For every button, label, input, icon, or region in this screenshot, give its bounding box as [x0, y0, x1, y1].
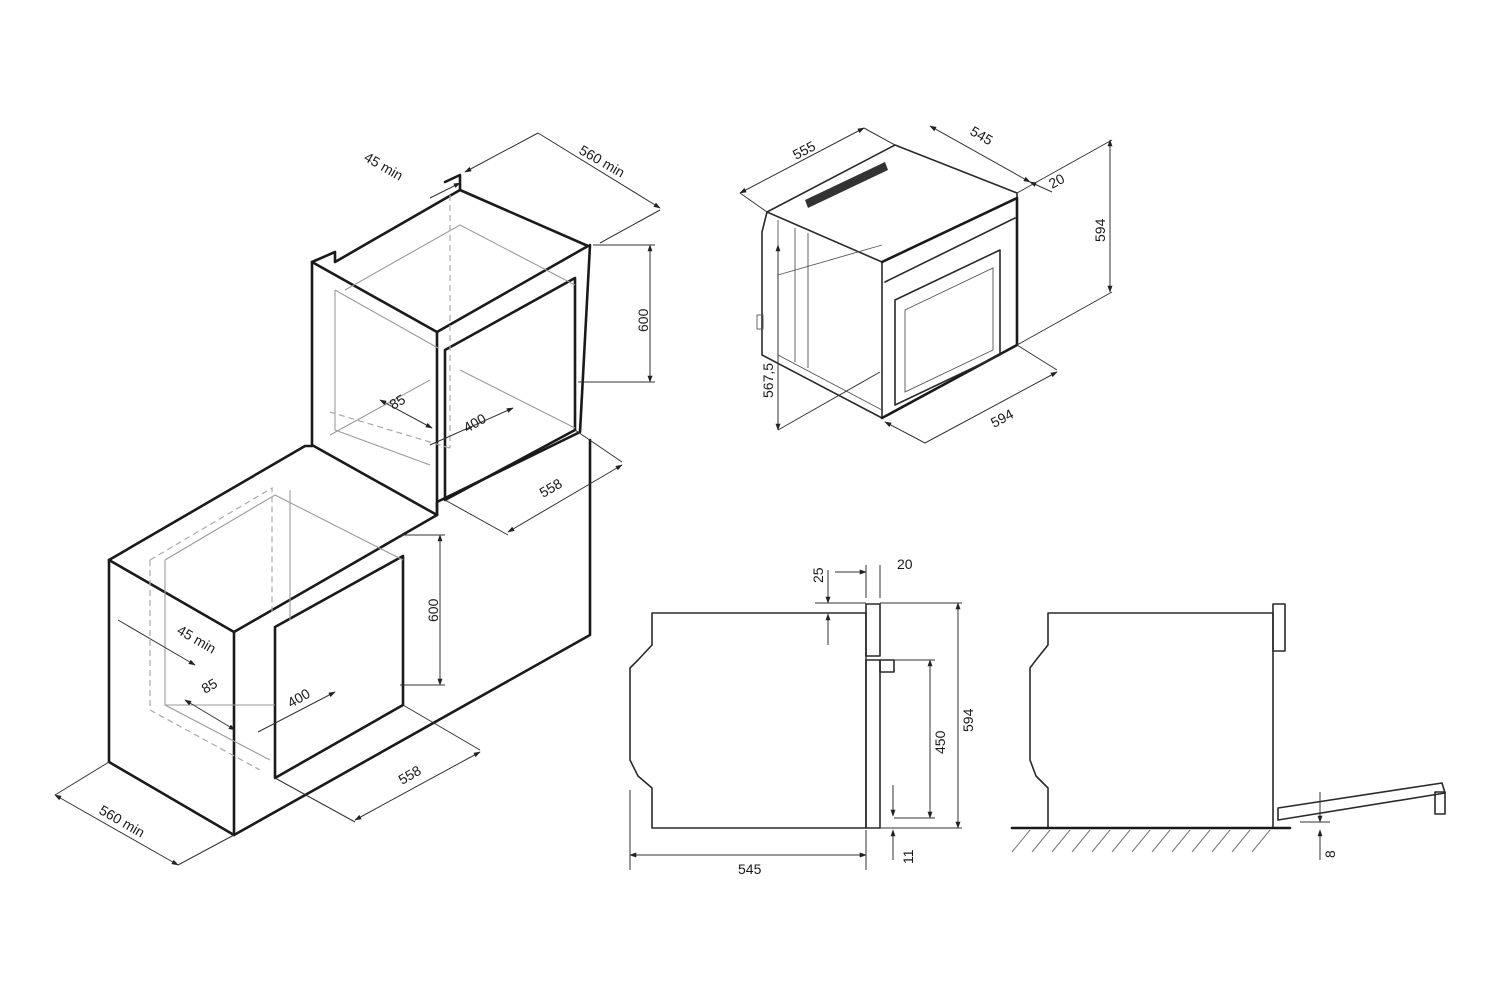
oven-depth-total-label: 545	[968, 123, 996, 149]
oven-depth-body-label: 555	[790, 137, 818, 162]
side-bottom-offset-label: 11	[900, 849, 916, 864]
floor-hatch	[1011, 829, 1271, 853]
dimension-labels: 45 min 560 min 600 85 400 558 600 45 min…	[97, 123, 1339, 877]
upper-vent-label: 45 min	[362, 149, 406, 184]
lower-floor-width-label: 400	[285, 685, 313, 711]
oven-side-view	[629, 603, 895, 829]
side-total-height-label: 594	[960, 708, 976, 732]
side-top-offset-label: 25	[810, 567, 826, 583]
oven-isometric	[756, 144, 1019, 420]
upper-cabinet	[310, 173, 592, 517]
oven-side-view-open	[1010, 603, 1446, 853]
side-door-height-label: 450	[932, 730, 948, 754]
dimension-lines	[54, 125, 1330, 870]
lower-opening-label: 558	[396, 762, 424, 788]
lower-vent-label: 45 min	[175, 622, 219, 657]
open-door-gap-label: 8	[1322, 850, 1338, 858]
oven-panel-thickness-label: 20	[1046, 170, 1067, 192]
oven-body-height-label: 567,5	[760, 363, 776, 398]
upper-opening-label: 558	[537, 475, 565, 501]
upper-floor-depth-label: 85	[387, 391, 409, 413]
oven-height-label: 594	[1092, 218, 1108, 242]
upper-height-label: 600	[635, 308, 651, 332]
lower-floor-depth-label: 85	[199, 675, 221, 697]
lower-height-label: 600	[425, 598, 441, 622]
oven-width-label: 594	[988, 405, 1016, 430]
lower-width-label: 560 min	[97, 802, 148, 841]
side-front-thickness-label: 20	[897, 556, 913, 572]
side-depth-label: 545	[738, 861, 762, 877]
upper-floor-width-label: 400	[461, 410, 489, 436]
